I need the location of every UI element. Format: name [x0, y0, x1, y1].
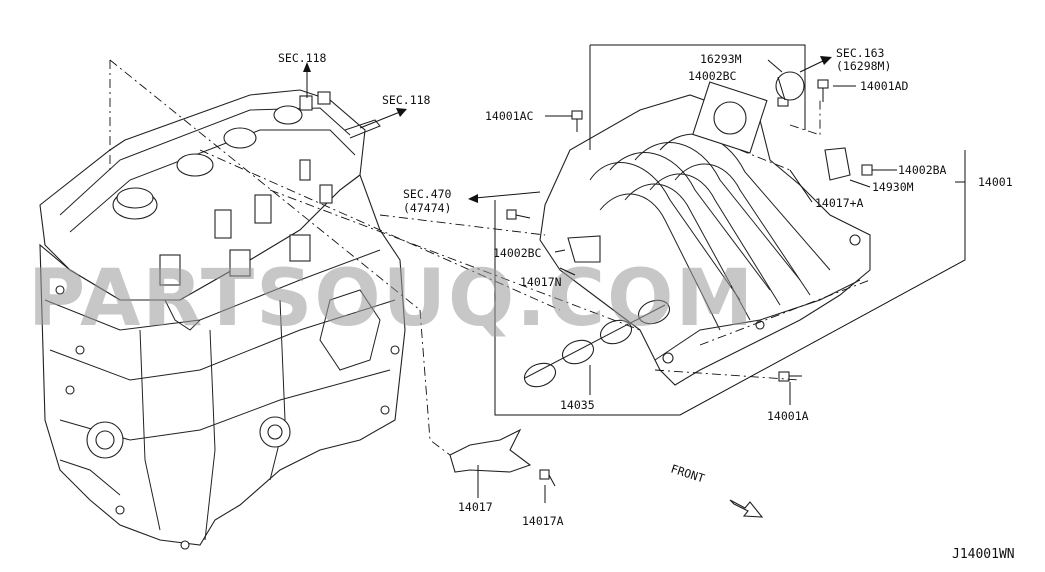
label-14017: 14017	[458, 500, 493, 514]
front-direction-arrow	[729, 499, 764, 518]
intake-manifold-drawing	[539, 81, 871, 386]
diagram-code: J14001WN	[952, 547, 1015, 562]
callout-leaders	[303, 56, 965, 503]
label-16293M: 16293M	[700, 52, 742, 66]
label-14017A-plus: 14017+A	[815, 196, 864, 210]
label-14001AC: 14001AC	[485, 109, 534, 123]
label-front: FRONT	[669, 462, 706, 486]
labels: SEC.118 SEC.118 SEC.470 (47474) SEC.163 …	[278, 46, 1015, 562]
label-14001AD: 14001AD	[860, 79, 909, 93]
reference-lines	[109, 59, 871, 456]
label-sec118-right: SEC.118	[382, 93, 431, 107]
label-14930M: 14930M	[872, 180, 914, 194]
label-sec163: SEC.163	[836, 46, 885, 60]
label-14002BA: 14002BA	[898, 163, 947, 177]
label-sec470: SEC.470	[403, 187, 452, 201]
label-14035: 14035	[560, 398, 595, 412]
engine-block-drawing	[39, 89, 406, 550]
label-14017N: 14017N	[520, 275, 562, 289]
gasket-14035-drawing	[523, 299, 671, 388]
watermark: PARTSOUQ.COM	[28, 254, 755, 344]
label-14001A: 14001A	[767, 409, 809, 423]
label-sec118-top: SEC.118	[278, 51, 327, 65]
label-14001: 14001	[978, 175, 1013, 189]
label-14017A: 14017A	[522, 514, 564, 528]
label-14002BC-top: 14002BC	[688, 69, 737, 83]
label-14002BC-left: 14002BC	[493, 246, 542, 260]
label-sec163-ref: (16298M)	[836, 59, 891, 73]
label-sec470-ref: (47474)	[403, 201, 451, 215]
bracket-14017-drawing	[449, 428, 532, 473]
group-box	[494, 44, 966, 416]
